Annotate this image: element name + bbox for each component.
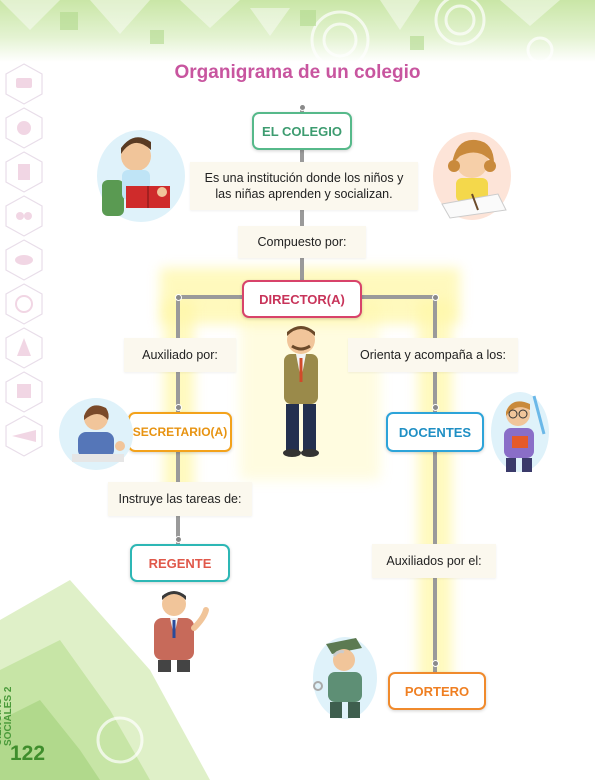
regente-illustration bbox=[154, 591, 209, 672]
corner-decoration bbox=[0, 580, 210, 780]
connector-dot bbox=[175, 294, 182, 301]
connector-dot bbox=[432, 294, 439, 301]
note-compuesto: Compuesto por: bbox=[238, 226, 366, 258]
note-auxiliado: Auxiliado por: bbox=[124, 338, 236, 372]
node-el-colegio[interactable]: EL COLEGIO bbox=[252, 112, 352, 150]
connector-right-column bbox=[433, 295, 437, 675]
side-icon-rail bbox=[5, 63, 43, 457]
node-regente[interactable]: REGENTE bbox=[130, 544, 230, 582]
header-pattern bbox=[0, 0, 560, 62]
page-title: Organigrama de un colegio bbox=[174, 62, 421, 83]
book-label: CIENCIAS SOCIALES 2 bbox=[0, 686, 14, 746]
boy-reading-illustration bbox=[97, 130, 185, 222]
connector-dot bbox=[432, 404, 439, 411]
portero-illustration bbox=[313, 637, 377, 719]
note-orienta: Orienta y acompaña a los: bbox=[348, 338, 518, 372]
secretary-illustration bbox=[59, 398, 133, 470]
note-definition-line1: Es una institución donde los niños y bbox=[204, 171, 404, 185]
node-director[interactable]: DIRECTOR(A) bbox=[242, 280, 362, 318]
note-auxiliados: Auxiliados por el: bbox=[372, 544, 496, 578]
header-decoration bbox=[0, 0, 595, 62]
note-definition: Es una institución donde los niños y las… bbox=[190, 162, 418, 210]
connector-dot bbox=[432, 660, 439, 667]
note-definition-line2: las niñas aprenden y socializan. bbox=[215, 187, 393, 201]
connector-dot bbox=[175, 404, 182, 411]
note-instruye: Instruye las tareas de: bbox=[108, 482, 252, 516]
girl-writing-illustration bbox=[433, 132, 511, 220]
node-portero[interactable]: PORTERO bbox=[388, 672, 486, 710]
page-number: 122 bbox=[10, 742, 46, 765]
node-secretario[interactable]: SECRETARIO(A) bbox=[128, 412, 232, 452]
teacher-illustration bbox=[491, 392, 549, 472]
connector-dot bbox=[175, 536, 182, 543]
node-docentes[interactable]: DOCENTES bbox=[386, 412, 484, 452]
director-illustration bbox=[283, 326, 319, 457]
connector-dot bbox=[299, 104, 306, 111]
